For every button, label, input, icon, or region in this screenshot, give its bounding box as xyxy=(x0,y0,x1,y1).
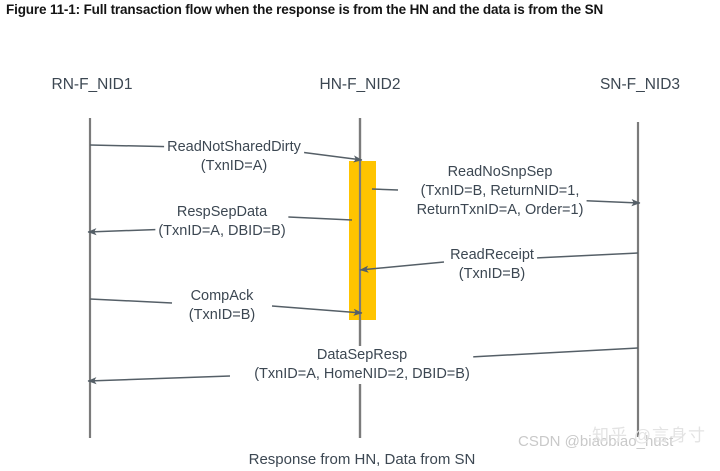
message-label-read-receipt: ReadReceipt (TxnID=B) xyxy=(447,246,537,284)
lifeline-label-rn: RN-F_NID1 xyxy=(51,76,133,93)
hn-activation-box xyxy=(349,161,376,320)
message-params-data-sep-resp: (TxnID=A, HomeNID=2, DBID=B) xyxy=(254,366,470,382)
message-params-resp-sep-data: (TxnID=A, DBID=B) xyxy=(158,223,286,239)
message-params-read-no-snp-sep-line1: (TxnID=B, ReturnNID=1, xyxy=(420,183,580,199)
arrow-data-sep-resp-right-seg xyxy=(451,347,639,359)
figure-title: Figure 11-1: Full transaction flow when … xyxy=(6,2,604,17)
message-params-read-not-shared-dirty: (TxnID=A) xyxy=(200,158,268,174)
message-name-comp-ack: CompAck xyxy=(190,288,254,304)
message-label-read-no-snp-sep: ReadNoSnpSep (TxnID=B, ReturnNID=1, Retu… xyxy=(413,163,587,220)
message-params-read-receipt: (TxnID=B) xyxy=(458,266,526,282)
message-params-comp-ack: (TxnID=B) xyxy=(188,307,256,323)
arrow-comp-ack-left-seg xyxy=(89,298,173,304)
arrow-read-no-snp-sep-left-seg xyxy=(371,188,399,191)
message-name-read-no-snp-sep: ReadNoSnpSep xyxy=(447,164,553,180)
arrow-comp-ack xyxy=(271,305,363,316)
arrow-read-receipt xyxy=(359,261,445,273)
message-label-data-sep-resp: DataSepResp (TxnID=A, HomeNID=2, DBID=B) xyxy=(251,346,473,384)
message-name-resp-sep-data: RespSepData xyxy=(176,204,268,220)
message-name-read-receipt: ReadReceipt xyxy=(450,247,534,263)
arrow-read-receipt-right-seg xyxy=(534,252,639,259)
message-label-resp-sep-data: RespSepData (TxnID=A, DBID=B) xyxy=(155,203,289,241)
message-name-read-not-shared-dirty: ReadNotSharedDirty xyxy=(167,139,301,155)
message-name-data-sep-resp: DataSepResp xyxy=(316,347,408,363)
figure-caption: Response from HN, Data from SN xyxy=(248,451,476,468)
lifeline-label-hn: HN-F_NID2 xyxy=(319,76,401,93)
arrow-read-not-shared-dirty xyxy=(299,151,363,163)
message-params-read-no-snp-sep-line2: ReturnTxnID=A, Order=1) xyxy=(416,202,584,218)
message-label-read-not-shared-dirty: ReadNotSharedDirty (TxnID=A) xyxy=(164,138,304,176)
message-label-comp-ack: CompAck (TxnID=B) xyxy=(185,287,259,325)
arrow-data-sep-resp xyxy=(87,375,231,385)
lifeline-label-sn: SN-F_NID3 xyxy=(599,76,681,93)
